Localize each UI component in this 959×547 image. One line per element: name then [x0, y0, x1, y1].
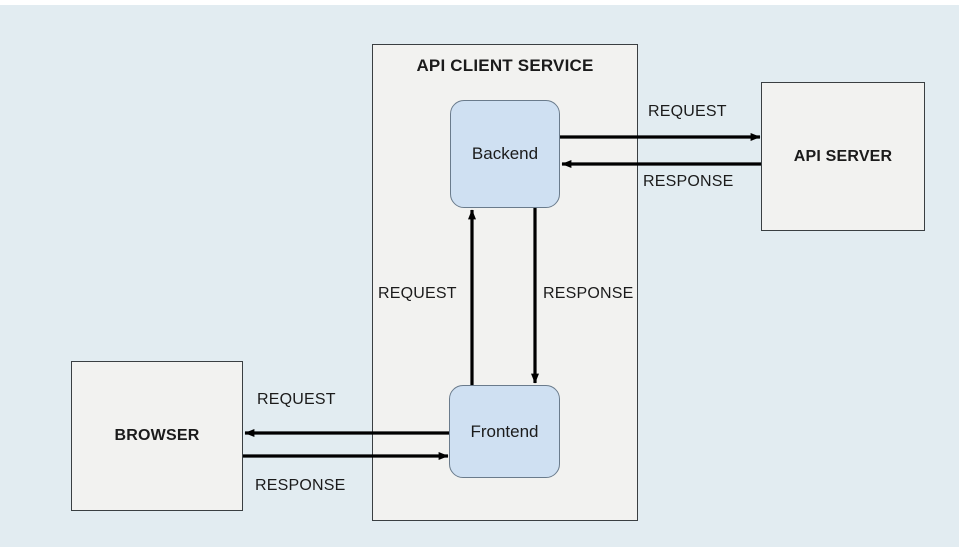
node-browser-label: BROWSER	[114, 427, 200, 444]
edge-label-api-server-to-backend: RESPONSE	[643, 173, 734, 190]
api-client-service-label: API CLIENT SERVICE	[416, 56, 594, 75]
node-api-server[interactable]: API SERVER	[761, 82, 925, 231]
edge-label-frontend-to-backend: REQUEST	[378, 285, 457, 302]
node-frontend-label: Frontend	[470, 421, 539, 441]
node-api-server-label: API SERVER	[793, 147, 893, 165]
node-backend-label: Backend	[471, 144, 539, 163]
edge-label-backend-to-api-server: REQUEST	[648, 103, 727, 120]
edge-label-backend-to-frontend: RESPONSE	[543, 285, 634, 302]
node-backend[interactable]: Backend	[450, 100, 560, 208]
node-browser[interactable]: BROWSER	[71, 361, 243, 511]
edge-label-browser-to-frontend: RESPONSE	[255, 477, 346, 494]
node-frontend[interactable]: Frontend	[449, 385, 560, 478]
edge-label-frontend-to-browser: REQUEST	[257, 391, 336, 408]
